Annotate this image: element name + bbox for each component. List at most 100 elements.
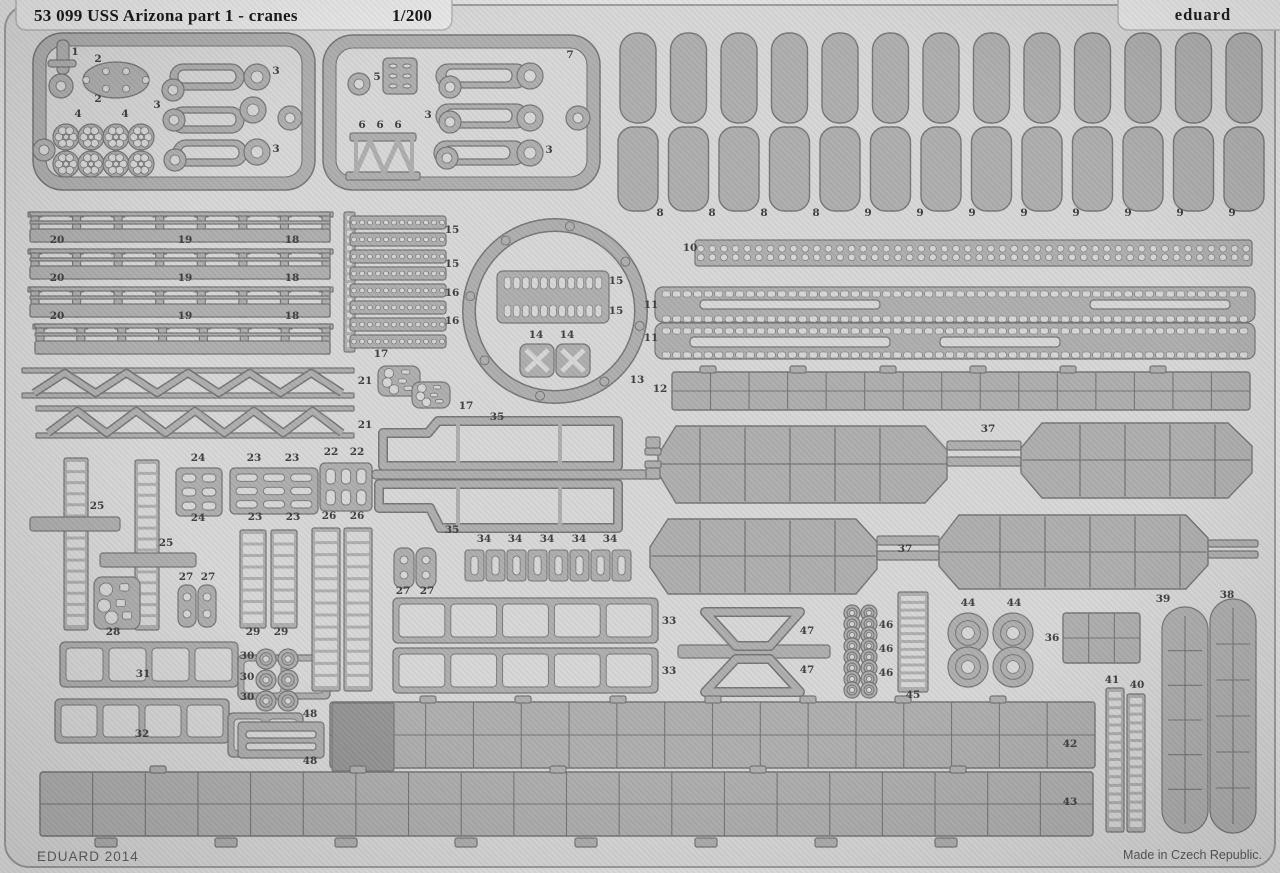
part-number-label: 24 [191,452,206,464]
part-number-label: 7 [566,49,573,61]
part-number-label: 3 [424,109,431,121]
part-number-label: 30 [240,691,255,703]
sheet-title: 53 099 USS Arizona part 1 - cranes [34,6,298,25]
part-number-label: 17 [374,348,389,360]
part-number-label: 31 [136,668,151,680]
part-number-label: 3 [153,99,160,111]
part-number-label: 18 [285,310,300,322]
part-number-label: 23 [286,511,301,523]
part-number-label: 27 [396,585,411,597]
part-number-label: 18 [285,234,300,246]
part-number-label: 9 [864,207,871,219]
part-number-label: 6 [394,119,401,131]
part-number-label: 47 [800,664,815,676]
part-number-label: 27 [201,571,216,583]
part-number-label: 23 [248,511,263,523]
part-number-label: 19 [178,234,193,246]
part-number-label: 25 [159,537,174,549]
part-number-label: 4 [121,108,128,120]
part-number-label: 6 [376,119,383,131]
part-number-label: 28 [106,626,121,638]
etched-parts [21,32,1265,848]
part-number-label: 12 [653,383,668,395]
part-number-label: 25 [90,500,105,512]
part-number-label: 24 [191,512,206,524]
part-number-label: 6 [358,119,365,131]
part-number-label: 3 [272,65,279,77]
part-number-label: 16 [445,315,460,327]
part-number-label: 3 [272,143,279,155]
part-number-label: 20 [50,234,65,246]
part-number-label: 23 [285,452,300,464]
part-number-label: 15 [445,224,460,236]
part-number-label: 14 [560,329,575,341]
part-number-label: 2 [94,93,101,105]
part-number-label: 9 [1072,207,1079,219]
part-number-label: 11 [644,332,659,344]
part-number-label: 20 [50,272,65,284]
part-number-label: 37 [898,543,913,555]
part-number-label: 21 [358,419,373,431]
part-number-label: 29 [246,626,261,638]
part-number-label: 11 [644,299,659,311]
part-number-label: 41 [1105,674,1120,686]
title-plate [15,0,453,31]
copyright-text: EDUARD 2014 [37,849,139,864]
part-number-label: 48 [303,755,318,767]
part-number-label: 9 [916,207,923,219]
part-number-label: 44 [961,597,976,609]
part-number-label: 9 [1228,207,1235,219]
part-number-label: 18 [285,272,300,284]
part-number-label: 8 [812,207,819,219]
part-number-label: 16 [445,287,460,299]
part-number-label: 27 [179,571,194,583]
part-number-label: 8 [656,207,663,219]
part-number-label: 35 [490,411,505,423]
part-number-label: 46 [879,643,894,655]
part-number-label: 45 [906,689,921,701]
part-number-label: 38 [1220,589,1235,601]
part-number-label: 1 [71,46,78,58]
part-number-label: 15 [609,305,624,317]
part-number-label: 30 [240,650,255,662]
part-number-label: 5 [373,71,380,83]
part-number-label: 3 [545,144,552,156]
part-number-label: 36 [1045,632,1060,644]
part-number-label: 34 [477,533,492,545]
part-number-label: 8 [760,207,767,219]
part-number-label: 47 [800,625,815,637]
part-number-label: 46 [879,667,894,679]
part-number-label: 14 [529,329,544,341]
part-number-label: 48 [303,708,318,720]
part-number-label: 32 [135,728,150,740]
part-number-label: 29 [274,626,289,638]
part-number-label: 9 [968,207,975,219]
part-number-label: 2 [94,53,101,65]
part-number-label: 33 [662,615,677,627]
part-number-label: 46 [879,619,894,631]
part-number-label: 10 [683,242,698,254]
sheet-scale: 1/200 [392,6,432,25]
part-number-label: 33 [662,665,677,677]
made-in-text: Made in Czech Republic. [1123,848,1262,862]
part-number-label: 34 [540,533,555,545]
part-number-label: 26 [322,510,337,522]
part-number-label: 9 [1124,207,1131,219]
part-number-label: 34 [603,533,618,545]
part-number-label: 34 [572,533,587,545]
part-number-label: 4 [74,108,81,120]
part-number-label: 34 [508,533,523,545]
part-number-label: 35 [445,524,460,536]
part-number-label: 44 [1007,597,1022,609]
part-number-label: 27 [420,585,435,597]
part-number-label: 30 [240,671,255,683]
part-number-label: 43 [1063,796,1078,808]
part-number-label: 15 [609,275,624,287]
part-number-label: 8 [708,207,715,219]
part-number-label: 23 [247,452,262,464]
part-number-label: 19 [178,272,193,284]
part-number-label: 13 [630,374,645,386]
part-number-label: 22 [350,446,365,458]
